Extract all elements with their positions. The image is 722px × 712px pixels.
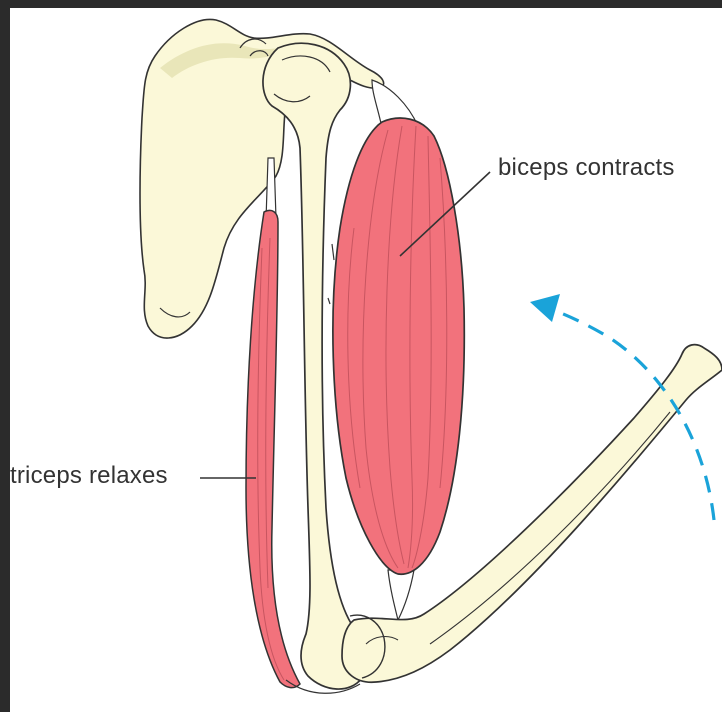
biceps-tendon-lower <box>388 570 414 620</box>
arrow-head-icon <box>530 294 560 322</box>
biceps-muscle <box>333 118 464 574</box>
arm-diagram <box>10 8 722 712</box>
triceps-muscle <box>246 210 300 687</box>
diagram-panel: biceps contracts triceps relaxes <box>10 8 722 712</box>
biceps-label: biceps contracts <box>498 154 675 182</box>
triceps-label: triceps relaxes <box>10 462 168 490</box>
